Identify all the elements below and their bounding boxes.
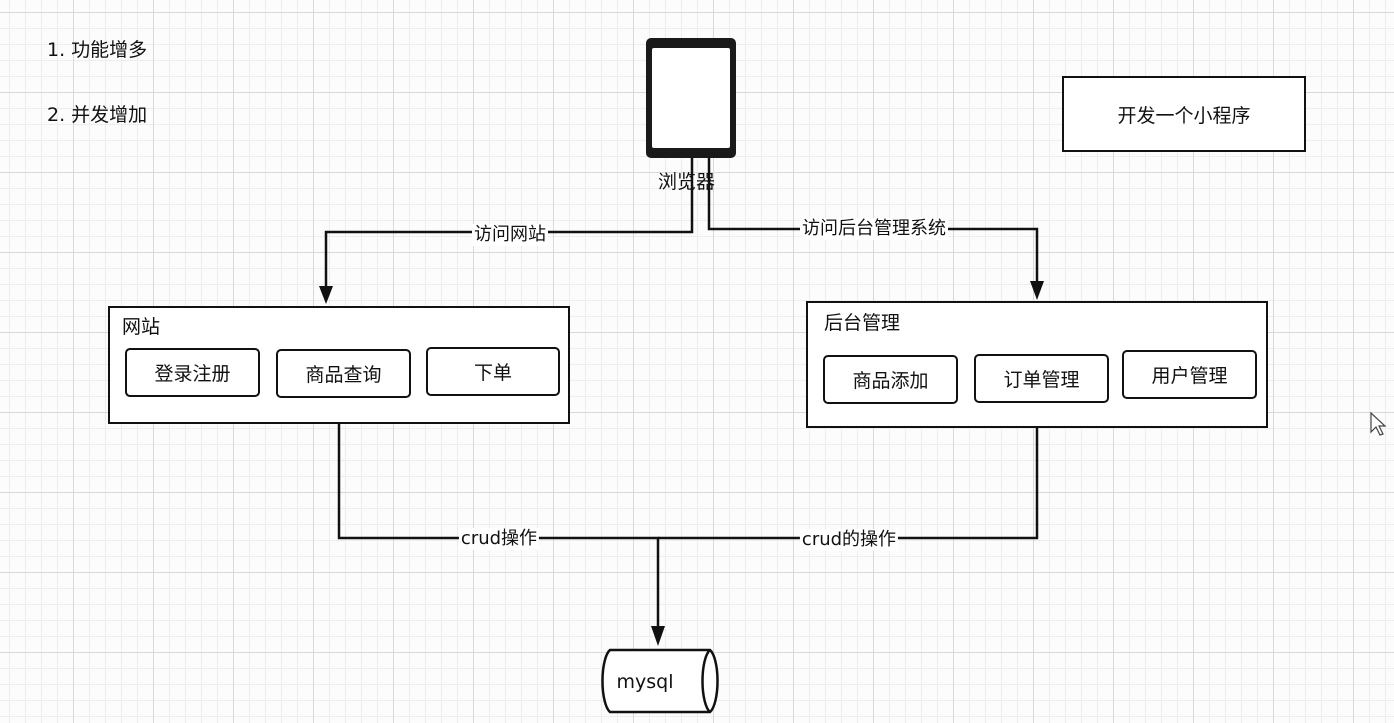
arrowhead-mysql bbox=[651, 626, 665, 646]
admin-title: 后台管理 bbox=[824, 312, 901, 334]
edge-label-visit-site: 访问网站 bbox=[472, 224, 548, 246]
edge-website-to-mysql bbox=[337, 424, 660, 628]
browser-device-icon bbox=[646, 38, 736, 158]
note-item-2: 2. 并发增加 bbox=[47, 104, 148, 126]
edge-label-crud-site: crud操作 bbox=[458, 528, 540, 550]
browser-label: 浏览器 bbox=[658, 171, 716, 193]
mysql-cylinder-shape bbox=[601, 648, 719, 714]
mysql-label: mysql bbox=[616, 671, 674, 693]
arrowhead-website bbox=[319, 286, 333, 304]
website-product-search-button[interactable]: 商品查询 bbox=[276, 349, 411, 398]
cursor-icon bbox=[1370, 411, 1387, 436]
admin-order-management-button[interactable]: 订单管理 bbox=[974, 354, 1109, 403]
edge-label-crud-admin: crud的操作 bbox=[799, 529, 899, 551]
website-title: 网站 bbox=[122, 316, 161, 338]
note-item-1: 1. 功能增多 bbox=[47, 39, 148, 61]
arrowhead-admin bbox=[1030, 281, 1044, 300]
admin-product-add-button[interactable]: 商品添加 bbox=[823, 355, 958, 404]
mini-program-box: 开发一个小程序 bbox=[1062, 76, 1306, 152]
edge-label-visit-admin: 访问后台管理系统 bbox=[800, 218, 948, 240]
admin-user-management-button[interactable]: 用户管理 bbox=[1122, 350, 1257, 399]
website-place-order-button[interactable]: 下单 bbox=[426, 347, 560, 396]
browser-device-screen bbox=[652, 48, 730, 148]
edge-browser-to-website bbox=[324, 158, 694, 288]
website-login-register-button[interactable]: 登录注册 bbox=[125, 348, 260, 397]
mini-program-label: 开发一个小程序 bbox=[1117, 104, 1251, 127]
edge-admin-to-mysql bbox=[658, 428, 1039, 540]
